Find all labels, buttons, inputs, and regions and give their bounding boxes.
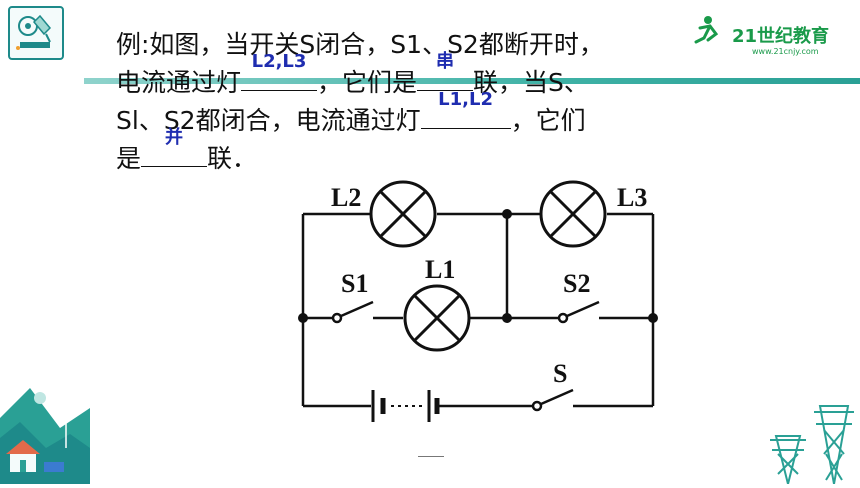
- circuit-diagram: L2 L3 L1 S1 S2 S: [297, 170, 670, 446]
- question-text-segment: 联，当S、: [473, 68, 589, 97]
- lamp-L1-icon: [403, 284, 471, 352]
- question-text-segment: ，它们: [510, 106, 586, 135]
- brand-url: www.21cnjy.com: [752, 47, 819, 56]
- landscape-decoration: [0, 378, 90, 484]
- label-L2: L2: [331, 183, 361, 212]
- question-text-segment: 是: [116, 144, 142, 173]
- label-L3: L3: [617, 183, 647, 212]
- lamp-L3-icon: [539, 180, 607, 248]
- divider-mark: [418, 456, 444, 457]
- switch-S-icon: [531, 388, 574, 412]
- lab-logo-icon: [8, 6, 64, 60]
- switch-S2-icon: [557, 300, 600, 324]
- question-text-segment: 电流通过灯: [116, 68, 242, 97]
- question-line-2: 电流通过灯 L2,L3 ，它们是串联，当S、: [116, 52, 676, 102]
- lamp-L2-icon: [369, 180, 437, 248]
- question-text-segment: ，它们是: [317, 68, 418, 97]
- switch-S1-icon: [331, 300, 374, 324]
- wind-turbine-icon: [57, 394, 75, 448]
- solar-panel-icon: [44, 462, 64, 472]
- answer-1: L2,L3: [251, 51, 307, 72]
- cloud-icon: [34, 392, 46, 404]
- question-text-segment: 联．: [207, 144, 258, 173]
- answer-3: L1,L2: [438, 89, 493, 110]
- answer-blank-3: L1,L2: [420, 90, 511, 129]
- label-L1: L1: [425, 255, 455, 284]
- junction-dots: [298, 209, 658, 323]
- label-S: S: [553, 359, 567, 388]
- brand-text: 21世纪教育: [732, 25, 829, 47]
- label-S2: S2: [563, 269, 590, 298]
- house-icon: [6, 440, 40, 472]
- brand-logo: 21世纪教育 www.21cnjy.com: [660, 0, 860, 63]
- answer-blank-1: L2,L3: [241, 52, 318, 91]
- question-line-1: 例:如图，当开关S闭合，S1、S2都断开时，: [116, 26, 676, 64]
- answer-blank-4: 并: [141, 128, 208, 167]
- question-line-4: 是 并联．: [116, 128, 676, 178]
- header-divider: [84, 78, 860, 84]
- runner-icon: [694, 16, 719, 44]
- question-line-3: Sl、S2都闭合，电流通过灯 L1,L2 ，它们: [116, 90, 676, 140]
- battery-icon: [371, 390, 440, 422]
- answer-blank-2: 串: [417, 52, 474, 91]
- label-S1: S1: [341, 269, 368, 298]
- power-tower-icon: [770, 405, 854, 485]
- question-text-segment: Sl、S2都闭合，电流通过灯: [116, 106, 421, 135]
- answer-4: 并: [165, 127, 184, 148]
- answer-2: 串: [436, 51, 455, 72]
- power-tower-decoration: [764, 394, 860, 485]
- question-line-1-text: 例:如图，当开关S闭合，S1、S2都断开时，: [116, 30, 604, 59]
